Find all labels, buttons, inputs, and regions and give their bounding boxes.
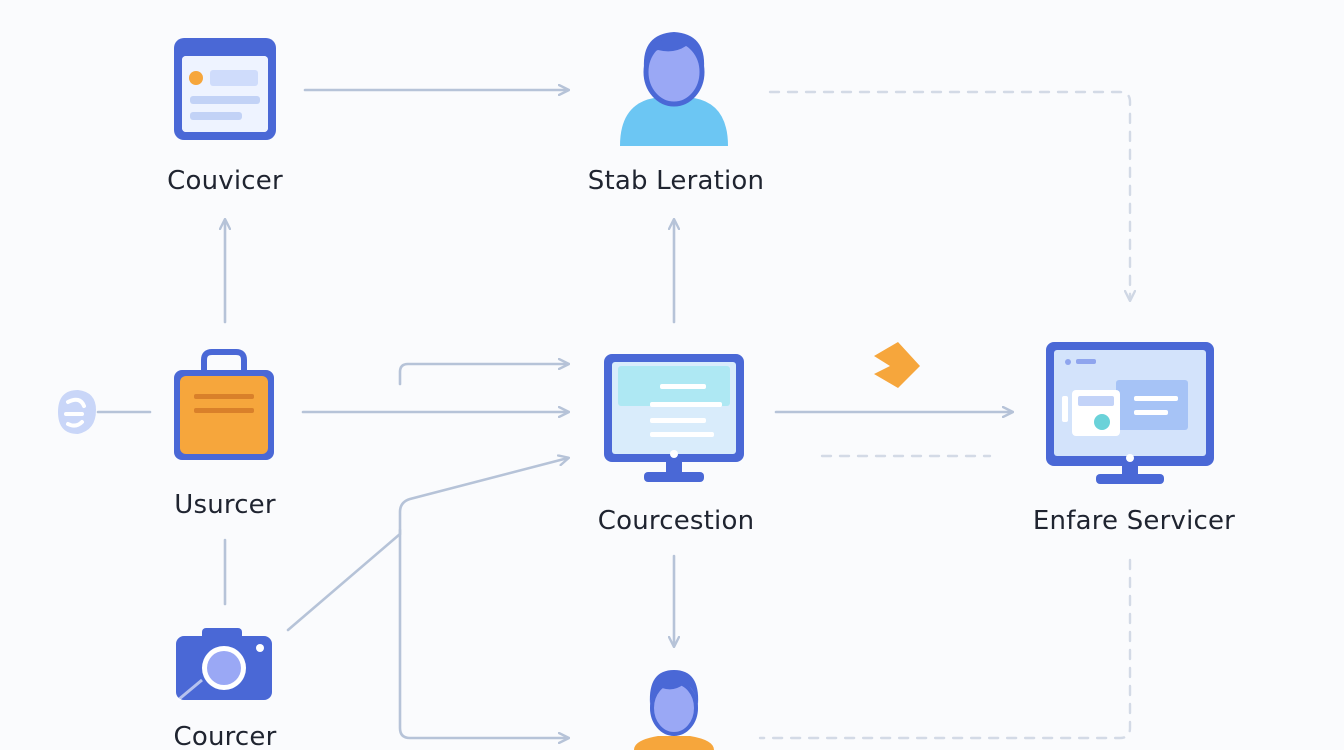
dashed-line-enfare-servicer-to-bottom: [758, 558, 1132, 740]
couvicer-label: Couvicer: [167, 166, 283, 196]
dashed-connectors: [758, 90, 1132, 740]
cloud-icon: [50, 384, 102, 440]
courcestion-label: Courcestion: [597, 506, 755, 536]
arrow-branch-to-bottom-user: [398, 528, 568, 738]
courcer-label: Courcer: [173, 722, 277, 750]
bottom-user-icon: [632, 664, 716, 750]
solid-connectors: [96, 90, 1012, 738]
camera-icon: [172, 624, 276, 704]
usurcer-label: Usurcer: [174, 490, 276, 520]
enfare-servicer-label: Enfare Servicer: [1032, 506, 1236, 536]
monitor-dashboard-icon: [1044, 340, 1216, 486]
user-icon: [614, 20, 734, 148]
briefcase-icon: [170, 348, 278, 464]
dashed-arrow-stab-leration-to-enfare-servicer: [768, 90, 1130, 300]
browser-window-icon: [170, 34, 280, 144]
arrow-courcer-to-courcestion: [286, 458, 568, 632]
stab-leration-label: Stab Leration: [587, 166, 765, 196]
monitor-icon: [602, 352, 746, 486]
arrow-usurcer-loop-to-courcestion: [398, 364, 568, 386]
orange-accent-arrow-icon: [874, 342, 920, 388]
